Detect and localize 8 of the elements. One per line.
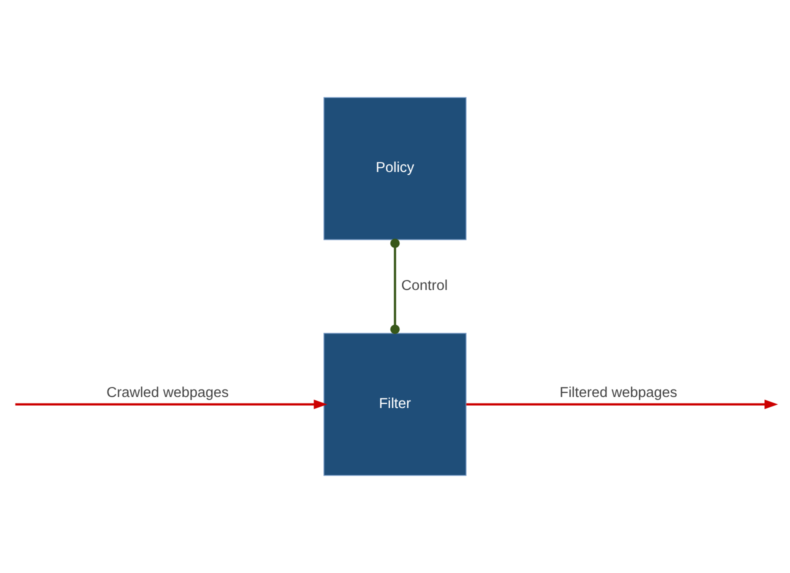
connector: [390, 238, 400, 334]
edge-label: Filtered webpages: [560, 384, 678, 401]
node-box: Filter: [323, 332, 467, 476]
node-box: Policy: [323, 97, 467, 240]
edge-label: Crawled webpages: [106, 384, 229, 401]
arrow: [466, 400, 778, 410]
edge-label: Control: [401, 278, 448, 294]
arrow: [15, 400, 328, 410]
